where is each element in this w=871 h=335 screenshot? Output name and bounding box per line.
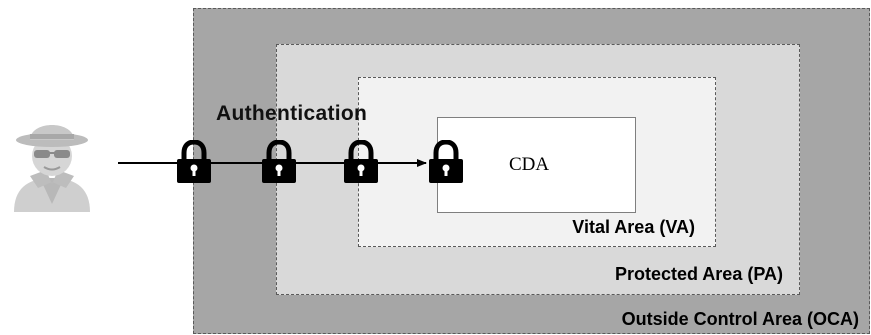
padlock-icon xyxy=(344,140,378,183)
authentication-label: Authentication xyxy=(216,102,368,125)
padlock-icon xyxy=(429,140,463,183)
cda-box: CDA xyxy=(437,117,636,213)
cda-label: CDA xyxy=(509,154,550,175)
va-label: Vital Area (VA) xyxy=(572,217,695,237)
padlock-icon xyxy=(177,140,211,183)
pa-label: Protected Area (PA) xyxy=(614,264,783,284)
oca-label: Outside Control Area (OCA) xyxy=(621,309,859,329)
padlock-icon xyxy=(262,140,296,183)
hacker-icon xyxy=(14,125,90,212)
